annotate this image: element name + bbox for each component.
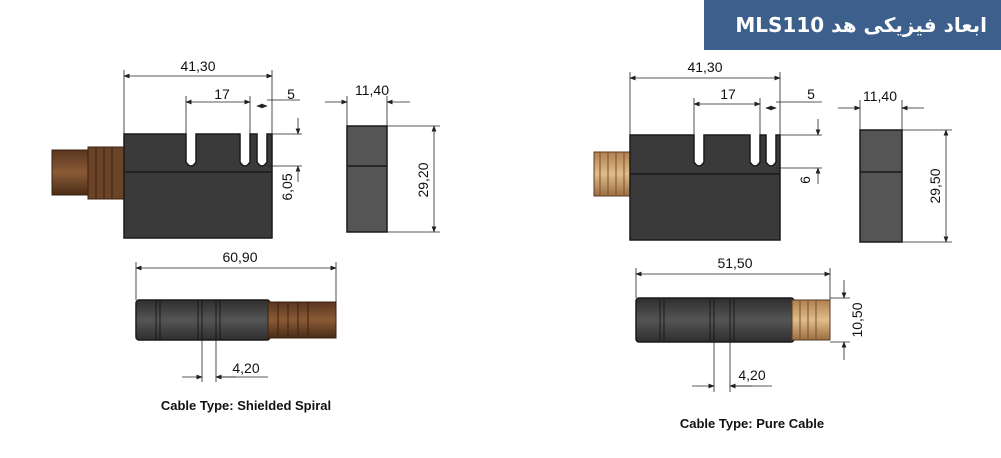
caption-pure-cable: Cable Type: Pure Cable [680, 416, 824, 431]
dim-length: 41,30 [180, 58, 215, 74]
sensor-body-side-right [859, 129, 903, 243]
dim-bottom-slot: 4,20 [232, 360, 259, 376]
dim-slot-depth-right: 6 [797, 176, 813, 184]
shielded-cable-top [267, 301, 337, 339]
dim-bottom-length-right: 51,50 [717, 255, 752, 271]
dim-height: 29,20 [415, 162, 431, 197]
dim-bottom-slot-right: 4,20 [738, 367, 765, 383]
caption-shielded-spiral: Cable Type: Shielded Spiral [161, 398, 331, 413]
dim-slot-spacing-right: 17 [720, 86, 736, 102]
sensor-body-front [123, 133, 273, 239]
dim-side-width: 11,40 [355, 82, 389, 98]
dim-side-width-right: 11,40 [863, 88, 897, 104]
cable-gland [87, 146, 125, 200]
dim-slot-width-right: 5 [807, 86, 815, 102]
left-drawing: 41,30 17 5 6,05 11,40 29,20 [51, 58, 440, 413]
dim-length-right: 41,30 [687, 59, 722, 75]
dim-height-right: 29,50 [927, 168, 943, 203]
dim-slot-width: 5 [287, 86, 295, 102]
dim-bottom-height-right: 10,50 [849, 302, 865, 337]
page-title-text: ابعاد فیزیکی هد MLS110 [735, 13, 987, 37]
dim-slot-spacing: 17 [214, 86, 230, 102]
dim-bottom-length: 60,90 [222, 249, 257, 265]
sensor-body-side [346, 125, 388, 233]
sensor-body-front-right [629, 134, 781, 241]
pure-cable-top [791, 299, 831, 341]
page-title: ابعاد فیزیکی هد MLS110 [704, 0, 1001, 50]
pure-cable [593, 151, 631, 197]
dim-slot-depth: 6,05 [279, 173, 295, 200]
right-drawing: 41,30 17 5 6 11,40 29,50 [593, 59, 952, 431]
shielded-cable [51, 149, 91, 196]
